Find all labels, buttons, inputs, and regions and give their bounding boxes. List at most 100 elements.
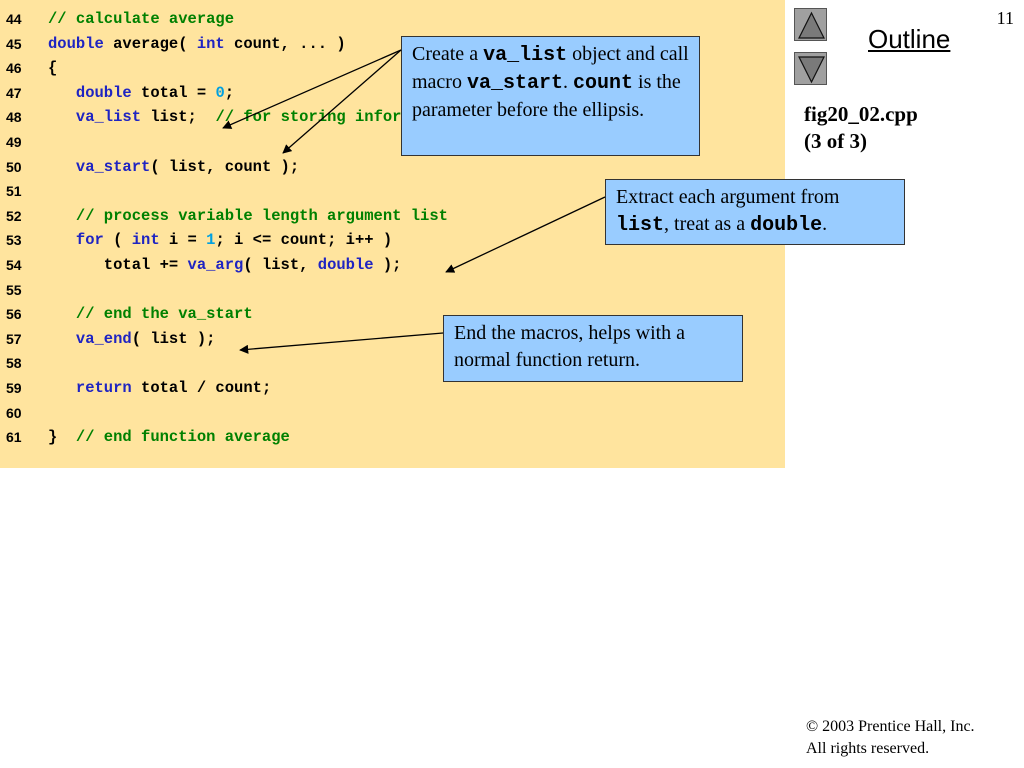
code-token: total += (48, 256, 188, 274)
code-token (48, 108, 76, 126)
code-token: for (75, 231, 104, 250)
code-line: 59 return total / count; (0, 376, 785, 400)
code-line: 50 va_start( list, count ); (0, 155, 785, 179)
code-token: ( list, (243, 256, 318, 274)
code-line: 51 (0, 179, 785, 203)
code-line: 54 total += va_arg( list, double ); (0, 253, 785, 277)
code-token: list; (141, 108, 216, 127)
line-number: 50 (6, 158, 22, 175)
code-token: double (48, 34, 104, 53)
code-line: 44 // calculate average (0, 7, 785, 31)
outline-link[interactable]: Outline (868, 24, 951, 54)
code-token (48, 305, 76, 323)
code-text: double average( int count, ... ) (48, 32, 346, 56)
code-token: int (196, 34, 225, 53)
line-number: 54 (6, 257, 22, 273)
code-token: va_arg (187, 256, 244, 274)
code-text: return total / count; (48, 376, 271, 400)
code-text: { (48, 56, 57, 80)
line-number: 47 (6, 84, 22, 101)
code-token (48, 379, 76, 397)
line-number: 55 (6, 281, 22, 298)
code-token: 0 (215, 83, 225, 102)
code-token: int (131, 231, 160, 250)
code-line: 55 (0, 278, 785, 302)
code-line: 58 (0, 351, 785, 375)
code-text: va_start( list, count ); (48, 155, 299, 179)
code-token: total / count; (131, 379, 272, 397)
code-token: i = (159, 231, 207, 250)
code-token: double (75, 83, 132, 102)
code-line: 53 for ( int i = 1; i <= count; i++ ) (0, 228, 785, 252)
code-token: ( list ); (131, 329, 216, 348)
code-text: // process variable length argument list (48, 204, 448, 228)
code-token: average( (103, 34, 197, 53)
code-line: 52 // process variable length argument l… (0, 204, 785, 228)
callout-va-end: End the macros, helps with a normal func… (443, 315, 743, 382)
line-number: 56 (6, 306, 22, 323)
code-token: double (317, 256, 374, 274)
triangle-up-icon (798, 11, 825, 39)
copyright-line-1: © 2003 Prentice Hall, Inc. (806, 718, 975, 735)
copyright-line-2: All rights reserved. (806, 740, 930, 757)
code-token: } (48, 428, 76, 447)
file-name: fig20_02.cpp (804, 102, 918, 126)
file-caption: fig20_02.cpp (3 of 3) (804, 101, 918, 155)
code-line: 49 (0, 130, 785, 154)
code-token: // calculate average (48, 10, 235, 28)
line-number: 48 (6, 109, 22, 126)
line-number: 60 (6, 404, 22, 421)
code-token: // process variable length argument list (75, 206, 448, 225)
code-text: double total = 0; (48, 81, 234, 105)
code-token: ( (103, 231, 132, 250)
code-text: for ( int i = 1; i <= count; i++ ) (48, 228, 392, 252)
copyright: © 2003 Prentice Hall, Inc. All rights re… (806, 716, 975, 760)
code-token: total = (131, 83, 216, 102)
code-text: total += va_arg( list, double ); (48, 253, 402, 277)
code-token: return (75, 379, 132, 397)
code-token: // end function average (75, 428, 290, 447)
line-number: 61 (6, 429, 22, 446)
code-token: // end the va_start (75, 305, 253, 324)
code-line: 61} // end function average (0, 425, 785, 449)
code-token (48, 84, 76, 102)
code-token: ; i <= count; i++ ) (215, 231, 393, 250)
code-line: 60 (0, 401, 785, 425)
code-token (48, 158, 76, 176)
code-line: 45 double average( int count, ... ) (0, 32, 785, 56)
callout-va-arg: Extract each argument from list, treat a… (605, 179, 905, 245)
line-number: 58 (6, 355, 22, 372)
line-number: 51 (6, 183, 22, 200)
code-text: // calculate average (48, 7, 234, 31)
line-number: 44 (6, 11, 22, 27)
code-text: va_end( list ); (48, 327, 216, 351)
file-part: (3 of 3) (804, 129, 867, 153)
previous-slide-button[interactable] (794, 8, 827, 41)
code-token: va_end (75, 329, 132, 348)
code-token: { (48, 59, 58, 78)
line-number: 52 (6, 207, 22, 224)
code-line: 57 va_end( list ); (0, 327, 785, 351)
line-number: 59 (6, 380, 22, 396)
code-text: // end the va_start (48, 302, 253, 326)
next-slide-button[interactable] (794, 52, 827, 85)
code-token: 1 (206, 231, 216, 250)
line-number: 45 (6, 35, 22, 52)
code-token: ; (224, 83, 235, 102)
line-number: 46 (6, 60, 22, 77)
page-number: 11 (996, 8, 1014, 28)
line-number: 53 (6, 232, 22, 249)
code-line: 47 double total = 0; (0, 81, 785, 105)
code-token (48, 330, 76, 348)
line-number: 57 (6, 330, 22, 347)
code-token (48, 207, 76, 225)
code-token: ); (373, 256, 402, 274)
line-number: 49 (6, 134, 22, 150)
code-line: 56 // end the va_start (0, 302, 785, 326)
code-token: count, ... ) (224, 34, 346, 53)
code-line: 46 { (0, 56, 785, 80)
code-text: } // end function average (48, 425, 290, 449)
code-token: va_list (75, 108, 142, 127)
callout-va-start: Create a va_list object and call macro v… (401, 36, 700, 156)
triangle-down-icon (798, 56, 825, 84)
